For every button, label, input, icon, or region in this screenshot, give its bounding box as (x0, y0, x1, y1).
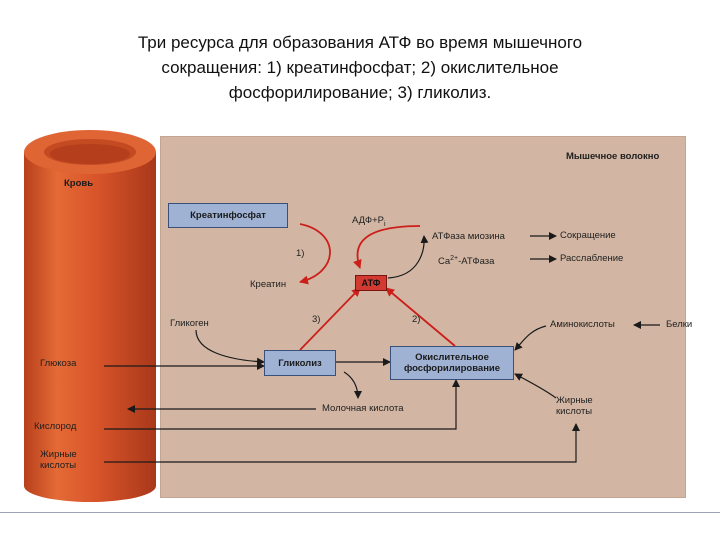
oxidative-phosphorylation-box: Окислительное фосфорилирование (390, 346, 514, 380)
lactic-acid-label: Молочная кислота (322, 403, 404, 414)
arrow-oxygen-to-oxphos (104, 379, 460, 430)
blood-fatty-acids-label: Жирные кислоты (40, 449, 77, 471)
amino-acids-label: Аминокислоты (550, 319, 615, 330)
relaxation-label: Расслабление (560, 253, 624, 264)
glycogen-label: Гликоген (170, 318, 209, 329)
creatine-phosphate-box: Креатинфосфат (168, 203, 288, 228)
atp-box: АТФ (355, 275, 387, 291)
blood-label: Кровь (64, 178, 94, 189)
ca-superscript: 2+ (450, 255, 459, 262)
arrow-amino-to-oxphos (514, 325, 547, 351)
arrow-adp-to-atp (353, 225, 421, 269)
glycolysis-box: Гликолиз (264, 350, 336, 376)
slide-title: Три ресурса для образования АТФ во время… (60, 30, 660, 105)
myosin-atpase-label: АТФаза миозина (432, 231, 505, 242)
footer-divider (0, 512, 720, 513)
fiber-fatty-acids-label: Жирные кислоты (556, 395, 593, 417)
arrow-creatine-phosphate-cycle (299, 223, 331, 285)
blood-vessel (24, 130, 156, 502)
pathway-1-label: 1) (296, 248, 305, 259)
muscle-fiber-panel (160, 136, 686, 498)
muscle-fiber-title: Мышечное волокно (566, 151, 660, 162)
adp-subscript: i (383, 220, 386, 228)
adp-label: АДФ+Pi (352, 215, 386, 230)
contraction-label: Сокращение (560, 230, 616, 241)
arrow-glycolysis-to-lactate (343, 371, 362, 399)
title-line-2: сокращения: 1) креатинфосфат; 2) окислит… (161, 58, 559, 77)
arrow-atp-to-atpase (387, 235, 429, 279)
title-line-3: фосфорилирование; 3) гликолиз. (228, 83, 492, 102)
arrow-glycogen-to-glycolysis (195, 329, 265, 366)
adp-text: АДФ+P (352, 215, 384, 226)
proteins-label: Белки (666, 319, 693, 330)
pathway-2-label: 2) (412, 314, 421, 325)
ca-atpase-label: Ca2+-АТФаза (438, 253, 494, 267)
arrow-oxphos-to-atp (385, 287, 456, 347)
ca-suffix: -АТФаза (458, 256, 495, 268)
pathway-3-label: 3) (312, 314, 321, 325)
arrow-fatty-to-oxphos (514, 373, 557, 399)
arrow-glycolysis-to-atp (299, 287, 361, 351)
glucose-label: Глюкоза (40, 358, 77, 369)
title-line-1: Три ресурса для образования АТФ во время… (137, 33, 583, 52)
creatine-label: Креатин (250, 279, 287, 290)
arrow-blood-fatty-acids (104, 423, 580, 463)
oxygen-label: Кислород (34, 421, 77, 432)
ca-text: Ca (438, 256, 451, 268)
